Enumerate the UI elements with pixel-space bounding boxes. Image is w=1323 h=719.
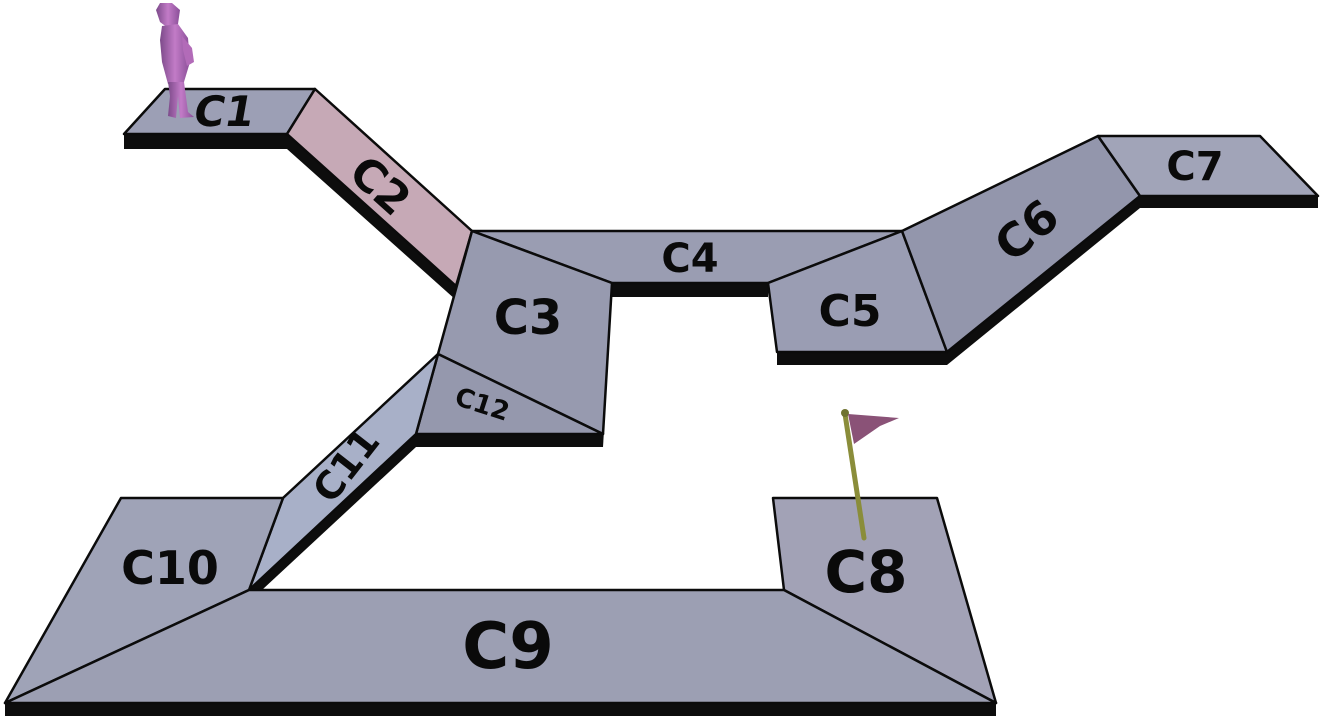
cell-C7-label: C7 — [1166, 144, 1223, 190]
cell-C10[interactable]: C10 — [3, 496, 285, 705]
cell-C2[interactable]: C2 — [285, 87, 474, 300]
cell-C9[interactable]: C9 — [3, 588, 998, 716]
player-icon[interactable] — [156, 3, 194, 118]
flag-cloth — [848, 414, 899, 444]
cell-C10-label: C10 — [121, 541, 219, 595]
flag-pole — [842, 411, 867, 541]
cell-C7-face — [1096, 134, 1320, 198]
cell-C4-label: C4 — [661, 236, 718, 282]
player-arm — [182, 36, 194, 66]
flag-pole-cap — [841, 409, 849, 417]
player-legs — [168, 82, 194, 118]
cell-C1-label: C1 — [190, 87, 259, 136]
cell-C7[interactable]: C7 — [1096, 134, 1320, 208]
goal-flag-icon — [841, 409, 899, 541]
cell-C5-label: C5 — [819, 286, 882, 337]
cell-C8[interactable]: C8 — [771, 496, 998, 705]
cell-C3-label: C3 — [494, 290, 563, 346]
cell-C9-face — [3, 588, 998, 705]
cell-C5[interactable]: C5 — [766, 229, 949, 365]
cell-C12[interactable]: C12 — [414, 352, 605, 447]
cell-C9-label: C9 — [462, 610, 554, 684]
player-head — [156, 3, 180, 28]
cell-C8-label: C8 — [825, 538, 908, 606]
cell-C11[interactable]: C11 — [247, 352, 440, 602]
cell-C6[interactable]: C6 — [900, 134, 1142, 365]
cell-C1[interactable]: C1 — [122, 87, 317, 149]
